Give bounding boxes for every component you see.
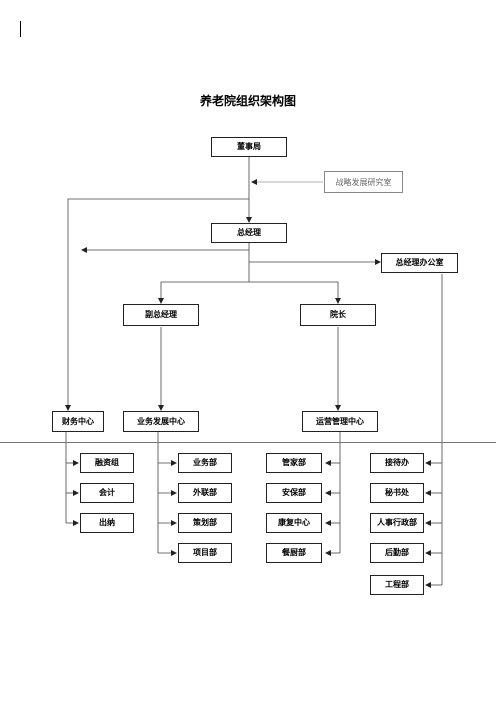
- node-ops-center: 运营管理中心: [302, 411, 378, 432]
- node-board: 董事局: [211, 137, 287, 157]
- unit-financing: 融资组: [80, 453, 134, 473]
- unit-logistics: 后勤部: [370, 543, 424, 563]
- unit-accounting: 会计: [80, 483, 134, 503]
- unit-security: 安保部: [266, 483, 322, 503]
- unit-cashier: 出纳: [80, 513, 134, 533]
- node-strategy-office: 战略发展研究室: [324, 171, 403, 193]
- unit-secretariat: 秘书处: [370, 483, 424, 503]
- unit-rehab-center: 康复中心: [266, 513, 322, 533]
- unit-engineering: 工程部: [370, 575, 424, 595]
- unit-projects: 项目部: [178, 543, 232, 563]
- node-deputy-gm: 副总经理: [123, 304, 199, 326]
- unit-housekeeping: 管家部: [266, 453, 322, 473]
- node-general-manager: 总经理: [211, 223, 287, 243]
- unit-business-dept: 业务部: [178, 453, 232, 473]
- page-divider: [0, 442, 496, 443]
- node-finance-center: 财务中心: [52, 411, 104, 432]
- unit-kitchen: 餐厨部: [266, 543, 322, 563]
- unit-planning: 策划部: [178, 513, 232, 533]
- unit-reception: 接待办: [370, 453, 424, 473]
- unit-external-relations: 外联部: [178, 483, 232, 503]
- unit-hr-admin: 人事行政部: [370, 513, 424, 533]
- node-gm-office: 总经理办公室: [381, 253, 458, 273]
- node-dean: 院长: [300, 304, 376, 326]
- node-business-center: 业务发展中心: [123, 411, 199, 432]
- text-cursor: [20, 21, 21, 37]
- chart-title: 养老院组织架构图: [199, 94, 296, 108]
